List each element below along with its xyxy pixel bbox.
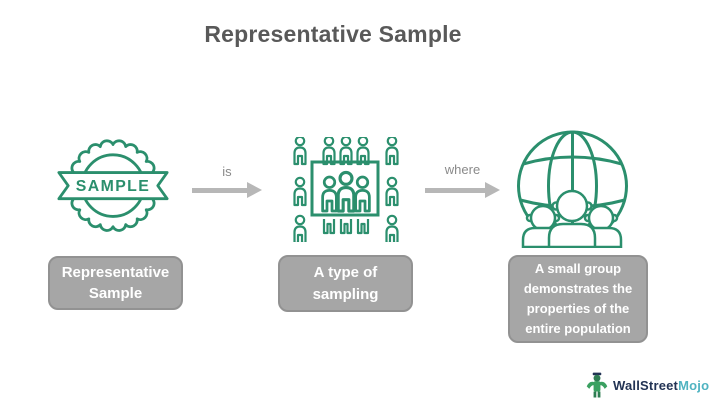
arrow-shaft bbox=[192, 188, 248, 193]
arrow-label-where: where bbox=[444, 162, 481, 177]
logo-text-wallstreet: WallStreet bbox=[613, 378, 679, 393]
arrow-label-is: is bbox=[222, 164, 232, 179]
right-arrow-1 bbox=[192, 182, 262, 199]
seal-ribbon bbox=[57, 171, 169, 201]
globe-people-icon bbox=[515, 128, 630, 248]
population-sample-grid-icon bbox=[291, 137, 401, 242]
wallstreetmojo-logo: WallStreetMojo bbox=[585, 372, 709, 399]
label-type-of-sampling: A type of sampling bbox=[278, 255, 413, 312]
right-arrow-2 bbox=[425, 182, 500, 199]
arrow-shaft bbox=[425, 188, 486, 193]
arrow-head bbox=[247, 182, 262, 198]
wallstreetmojo-mascot-icon bbox=[586, 372, 608, 398]
people-group bbox=[521, 189, 623, 248]
label-small-group-description: A small group demonstrates the propertie… bbox=[508, 255, 648, 343]
arrow-head bbox=[485, 182, 500, 198]
page-title: Representative Sample bbox=[204, 21, 462, 47]
logo-text: WallStreetMojo bbox=[613, 378, 709, 393]
label-representative-sample: Representative Sample bbox=[48, 256, 183, 310]
seal-text: SAMPLE bbox=[76, 178, 151, 195]
sample-seal-badge-icon: SAMPLE bbox=[57, 136, 169, 239]
logo-text-mojo: Mojo bbox=[678, 378, 710, 393]
